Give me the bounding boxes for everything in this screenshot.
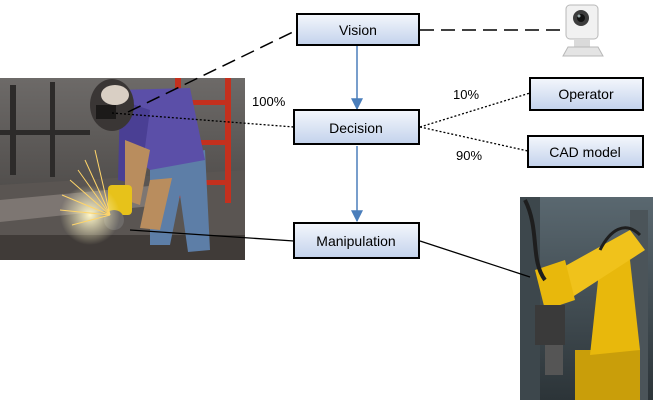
edge-manipulation-robot <box>419 240 531 278</box>
node-cad-model: CAD model <box>527 135 644 168</box>
edge-human-manipulation <box>129 229 295 242</box>
label-cad-share: 90% <box>456 148 482 163</box>
edge-decision-cad <box>419 126 529 152</box>
node-manipulation: Manipulation <box>293 222 420 259</box>
node-operator: Operator <box>529 77 644 111</box>
camera-icon <box>562 4 604 57</box>
node-cad-model-label: CAD model <box>549 144 621 160</box>
edge-decision-operator <box>419 92 531 128</box>
edge-human-decision <box>111 112 295 128</box>
node-vision: Vision <box>296 13 420 46</box>
worker-photo <box>0 78 245 260</box>
node-vision-label: Vision <box>339 22 377 38</box>
label-human-share: 100% <box>252 94 286 109</box>
robot-photo <box>520 197 653 400</box>
label-operator-share: 10% <box>453 87 479 102</box>
node-decision-label: Decision <box>329 120 383 136</box>
node-operator-label: Operator <box>558 86 614 102</box>
edge-human-vision <box>127 29 298 113</box>
node-decision: Decision <box>293 109 420 145</box>
node-manipulation-label: Manipulation <box>316 233 395 249</box>
